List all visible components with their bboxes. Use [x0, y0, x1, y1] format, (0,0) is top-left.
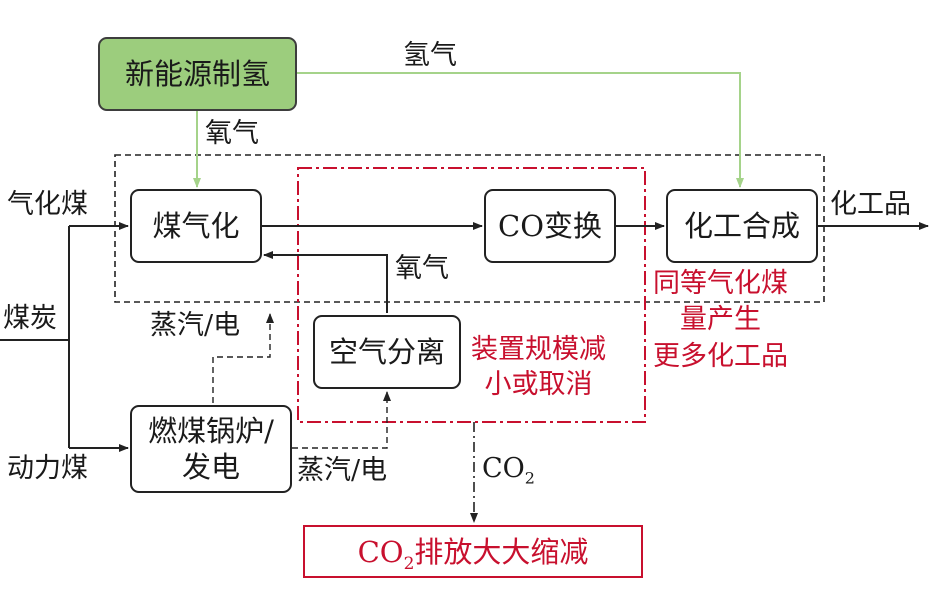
coal-boiler-label-line1: 燃煤锅炉/	[148, 413, 274, 448]
hydrogen-line	[297, 72, 744, 188]
chemical-synthesis-label: 化工合成	[683, 208, 800, 243]
co2-reduction-label: CO2排放大大缩减	[357, 535, 589, 574]
oxygen-label-mid: 氧气	[395, 253, 449, 284]
more-chemicals-line3: 更多化工品	[653, 340, 788, 372]
steam-power-right-line	[292, 391, 391, 449]
scale-reduction-line2: 小或取消	[484, 369, 593, 401]
steam-power-label-lower: 蒸汽/电	[297, 455, 388, 486]
co-shift-label: CO变换	[498, 208, 602, 243]
power-coal-label: 动力煤	[7, 453, 88, 484]
air-separation-label: 空气分离	[328, 334, 445, 369]
co-shift-box: CO变换	[484, 189, 616, 263]
oxygen-label-top: 氧气	[205, 118, 259, 149]
oxygen-line-black	[263, 251, 388, 313]
chemical-synthesis-box: 化工合成	[666, 189, 818, 263]
chemicals-label: 化工品	[830, 189, 911, 220]
more-chemicals-note: 同等气化煤 量产生 更多化工品	[653, 266, 788, 375]
more-chemicals-line2: 量产生	[680, 304, 761, 336]
more-chemicals-line1: 同等气化煤	[653, 268, 788, 299]
scale-reduction-note: 装置规模减 小或取消	[471, 332, 606, 402]
coal-gasification-label: 煤气化	[152, 208, 240, 243]
air-separation-box: 空气分离	[313, 315, 461, 389]
co2-label: CO2	[482, 453, 535, 488]
hydrogen-label: 氢气	[403, 40, 457, 71]
process-frame	[114, 154, 825, 303]
reduced-unit-frame	[297, 167, 646, 423]
new-energy-hydrogen-box: 新能源制氢	[98, 37, 297, 111]
gasification-coal-label: 气化煤	[7, 189, 88, 220]
coal-boiler-box: 燃煤锅炉/ 发电	[130, 405, 292, 493]
coal-gasification-box: 煤气化	[130, 189, 262, 263]
co2-reduction-box: CO2排放大大缩减	[303, 525, 643, 578]
steam-power-up-line	[212, 313, 274, 403]
coal-label: 煤炭	[3, 303, 57, 334]
scale-reduction-line1: 装置规模减	[471, 334, 606, 365]
coal-boiler-label-line2: 发电	[181, 450, 240, 484]
steam-power-label-upper: 蒸汽/电	[150, 310, 241, 341]
new-energy-hydrogen-label: 新能源制氢	[124, 56, 270, 91]
